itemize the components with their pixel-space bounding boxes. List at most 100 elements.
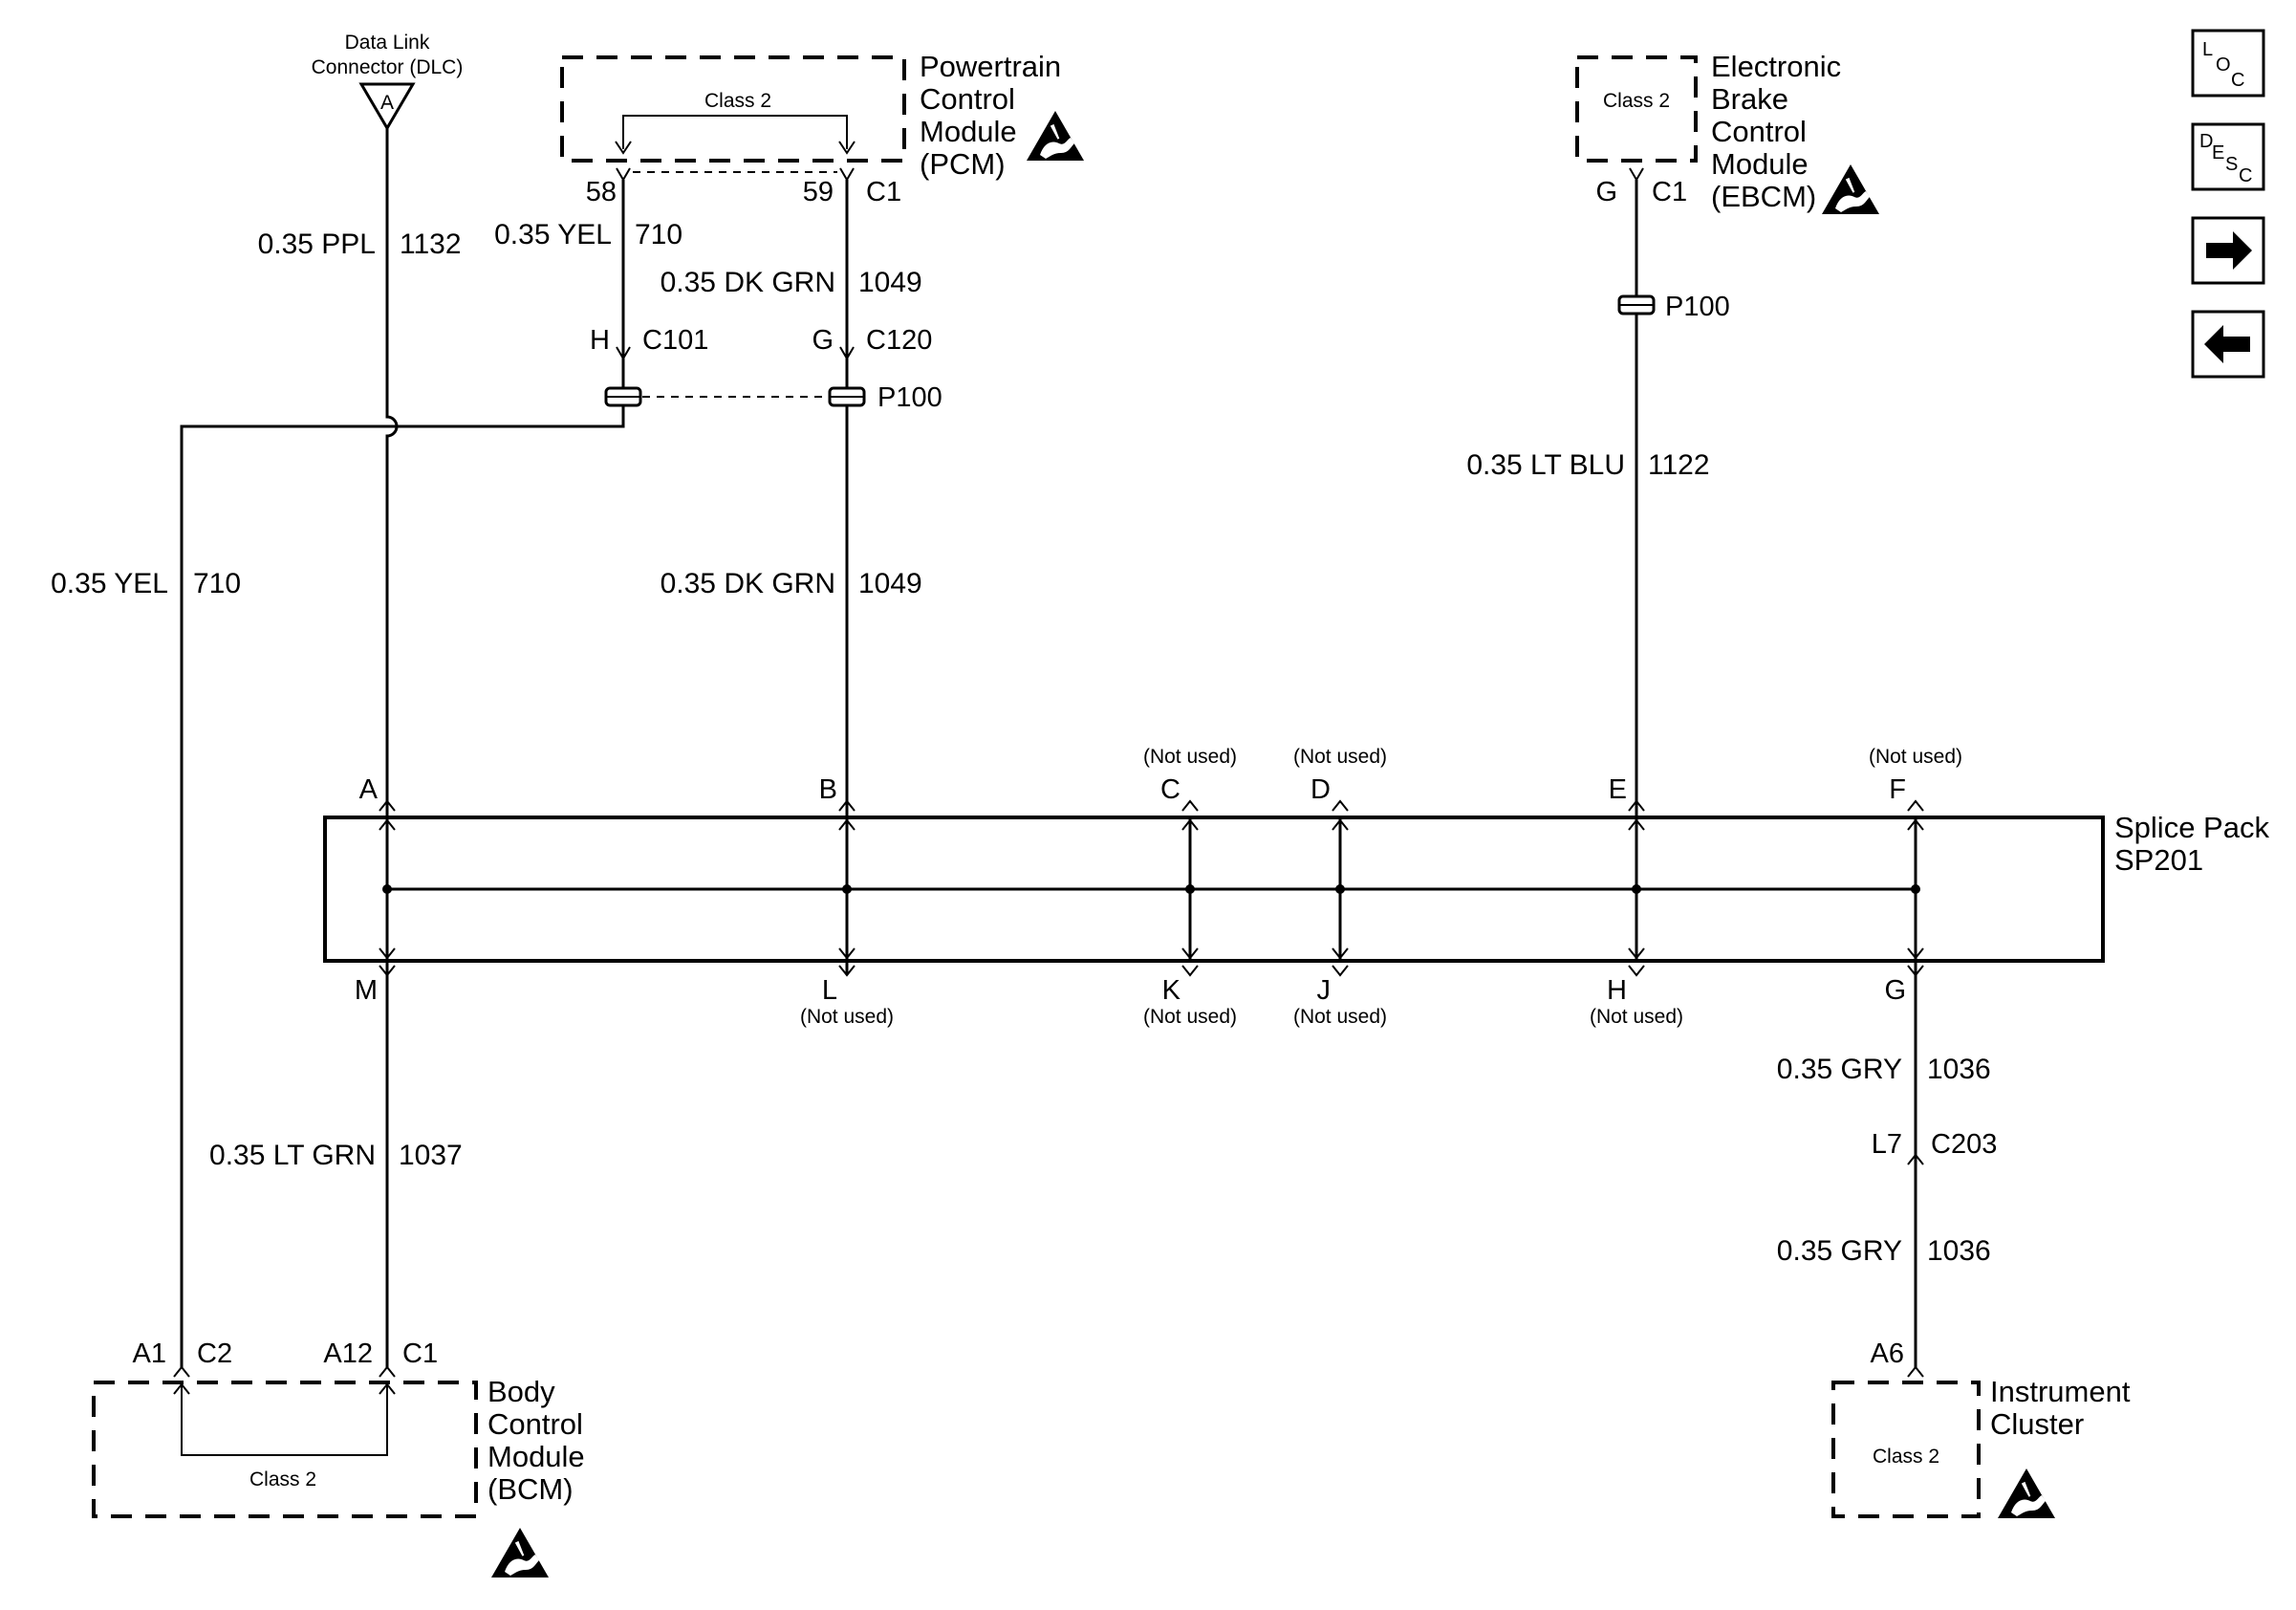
pcm-connector-c1: C1 [866,177,901,207]
splice-pin-m: M [355,975,378,1006]
pcm-label-line2: Control [920,82,1015,116]
ipc-gry-lower-circuit: 1036 [1927,1235,1991,1267]
ebcm-connector-c1: C1 [1652,177,1687,207]
splice-dot [1335,884,1345,894]
not-used-d: (Not used) [1293,746,1387,768]
splice-top-pin-marks [379,799,1924,812]
pcm-label-line1: Powertrain [920,50,1061,83]
splice-pack-label-line2: SP201 [2114,843,2203,877]
mid-dkgrn-color: 0.35 DK GRN [661,568,835,599]
loc-letter-c: C [2231,70,2244,91]
ipc-label-line1: Instrument [1990,1375,2131,1408]
c203-name: C203 [1931,1129,1997,1160]
description-button[interactable]: D E S C [2191,122,2265,191]
bcm-label-line1: Body [487,1375,555,1408]
dlc-pin-label: A [380,92,394,114]
pcm-label-line3: Module [920,115,1017,148]
esd-warning-icon [1027,111,1084,161]
splice-dot [1632,884,1641,894]
bcm-conn-c1: C1 [402,1338,438,1369]
bcm-label-line4: (BCM) [487,1472,574,1506]
left-yel-circuit: 710 [193,568,241,599]
pcm-module: Class 2 Powertrain Control Module (PCM) [560,50,1084,181]
bcm-internal-bus [181,1384,388,1456]
bcm-bus-arrows [173,1382,396,1395]
splice-pin-g: G [1884,975,1906,1006]
ebcm-module: Class 2 Electronic Brake Control Module … [1575,50,1879,214]
ipc-pin-a6: A6 [1871,1338,1904,1369]
bcm-pin-a12: A12 [323,1338,373,1369]
desc-letter-c: C [2239,165,2252,186]
splice-pack: Splice Pack SP201 [323,811,2269,963]
dlc-module: Data Link Connector (DLC) A [312,32,464,131]
pcm-yel-color: 0.35 YEL [494,219,612,250]
desc-letter-s: S [2225,154,2238,175]
dlc-label-line2: Connector (DLC) [312,56,464,78]
not-used-l: (Not used) [800,1006,894,1028]
loc-letter-l: L [2202,39,2213,60]
splice-pin-e: E [1609,774,1627,805]
ebcm-ltblu-circuit: 1122 [1648,449,1710,481]
splice-dot [1911,884,1920,894]
p100-label-ebcm: P100 [1665,292,1730,322]
location-button[interactable]: L O C [2191,29,2265,98]
splice-bottom-arrows [379,947,1924,960]
bcm-ltgrn-circuit: 1037 [399,1140,463,1171]
splice-dot [842,884,852,894]
splice-top-arrows [379,818,1924,831]
ipc-label-line2: Cluster [1990,1407,2084,1441]
c203-pin: L7 [1872,1129,1902,1160]
ebcm-ltblu-color: 0.35 LT BLU [1466,449,1625,481]
pcm-pin-58: 58 [586,177,617,207]
bcm-pin-marks [173,1365,396,1378]
ipc-gry-upper-color: 0.35 GRY [1777,1054,1902,1085]
splice-pin-h: H [1607,975,1627,1006]
esd-warning-icon [491,1528,549,1577]
pcm-label-line4: (PCM) [920,147,1006,181]
esd-warning-icon [1998,1469,2055,1518]
not-used-j: (Not used) [1293,1006,1387,1028]
ipc-bus-label: Class 2 [1873,1446,1939,1468]
splice-pin-k: K [1162,975,1181,1006]
ipc-module: Class 2 Instrument Cluster [1831,1375,2131,1518]
splice-pack-label-line1: Splice Pack [2114,811,2269,844]
desc-letter-e: E [2212,142,2224,163]
splice-pin-l: L [822,975,837,1006]
c203-arrow [1907,1153,1924,1165]
not-used-h: (Not used) [1590,1006,1683,1028]
splice-pin-d: D [1310,774,1331,805]
pcm-box [560,55,906,163]
splice-pin-b: B [819,774,837,805]
splice-pin-j: J [1317,975,1332,1006]
bcm-bus-label: Class 2 [249,1469,316,1490]
pcm-bus-arrows [615,141,856,155]
p100-connector-right [828,386,866,407]
ebcm-label-line4: Module [1711,147,1809,181]
c120-name: C120 [866,325,932,356]
next-page-button[interactable] [2191,216,2265,285]
bcm-module: Class 2 Body Control Module (BCM) [92,1375,585,1577]
left-yel-color: 0.35 YEL [51,568,168,599]
bcm-box [92,1381,478,1518]
loc-letter-o: O [2216,54,2231,76]
dlc-wire-color: 0.35 PPL [258,228,376,260]
ebcm-label-line3: Control [1711,115,1807,148]
splice-dot [1185,884,1195,894]
bcm-label-line2: Control [487,1407,583,1441]
splice-columns [379,799,1924,977]
ebcm-label-line1: Electronic [1711,50,1841,83]
previous-page-button[interactable] [2191,310,2265,379]
splice-dot [382,884,392,894]
esd-warning-icon [1822,164,1879,214]
not-used-k: (Not used) [1143,1006,1237,1028]
splice-pin-f: F [1889,774,1906,805]
p100-connector-ebcm [1617,294,1656,315]
splice-bottom-pin-marks [379,965,1924,977]
c120-pin: G [812,325,834,356]
ebcm-pin-g: G [1595,177,1617,207]
p100-connector-left [604,386,642,407]
ebcm-label-line5: (EBCM) [1711,180,1816,213]
splice-pack-box [323,816,2105,963]
pcm-dkgrn-color: 0.35 DK GRN [661,267,835,298]
